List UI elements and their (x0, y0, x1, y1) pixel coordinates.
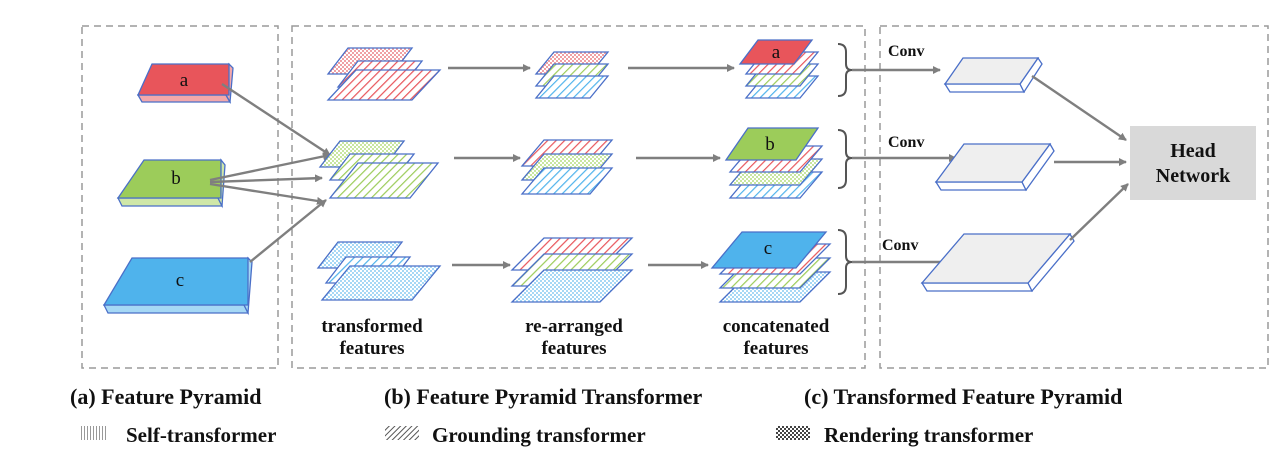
concatenated-middle-label: b (765, 134, 775, 155)
conv-label-top: Conv (888, 43, 924, 60)
transformed-stack-bottom (316, 241, 442, 301)
pyramid-level-b-label: b (171, 168, 181, 189)
concatenated-stack-top: a (738, 39, 820, 99)
stage-label-transformed-line2: features (339, 338, 404, 359)
pyramid-level-b: b (116, 158, 226, 209)
legend-self-swatch (80, 426, 108, 440)
output-layer-top (943, 56, 1043, 94)
conv-label-bottom: Conv (882, 237, 918, 254)
head-network-line2: Network (1156, 165, 1231, 187)
stage-label-rearranged-line1: re-arranged (525, 316, 623, 337)
concatenated-bottom-label: c (764, 238, 772, 259)
output-layer-bottom (920, 232, 1075, 293)
legend-grounding-swatch (385, 426, 419, 440)
head-arrows (1031, 75, 1129, 241)
transformed-stack-middle (318, 140, 440, 199)
caption-panel-c: (c) Transformed Feature Pyramid (804, 384, 1122, 409)
transformed-stack-top (326, 47, 442, 101)
legend-grounding-label: Grounding transformer (432, 423, 646, 447)
output-layer-middle (934, 142, 1055, 192)
legend-rendering-label: Rendering transformer (824, 423, 1033, 447)
head-network-box (1130, 126, 1256, 200)
pyramid-level-a-label: a (180, 70, 189, 91)
stage-label-transformed-line1: transformed (321, 316, 423, 337)
head-network-line1: Head (1170, 140, 1216, 162)
concatenated-stack-middle: b (724, 127, 824, 199)
stage-label-concatenated-line1: concatenated (723, 316, 830, 337)
rearranged-stack-bottom (510, 237, 634, 303)
rearranged-stack-top (534, 51, 610, 99)
stage-label-concatenated-line2: features (743, 338, 808, 359)
panel-b-arrows (448, 64, 735, 269)
caption-panel-b: (b) Feature Pyramid Transformer (384, 384, 703, 409)
caption-panel-a: (a) Feature Pyramid (70, 384, 261, 409)
brackets (837, 43, 853, 295)
conv-label-middle: Conv (888, 134, 924, 151)
rearranged-stack-middle (520, 139, 614, 195)
pyramid-to-transformer-arrows (209, 82, 331, 263)
legend-rendering-swatch (776, 426, 810, 440)
concatenated-top-label: a (772, 42, 781, 63)
pyramid-level-c-label: c (176, 270, 184, 291)
pyramid-level-a: a (136, 62, 234, 105)
panel-c-frame (879, 25, 1269, 369)
conv-arrows (852, 66, 957, 266)
stage-label-rearranged-line2: features (541, 338, 606, 359)
legend-self-label: Self-transformer (126, 423, 276, 447)
pyramid-level-c: c (102, 256, 253, 316)
concatenated-stack-bottom: c (710, 231, 832, 303)
panel-a-frame (81, 25, 279, 369)
